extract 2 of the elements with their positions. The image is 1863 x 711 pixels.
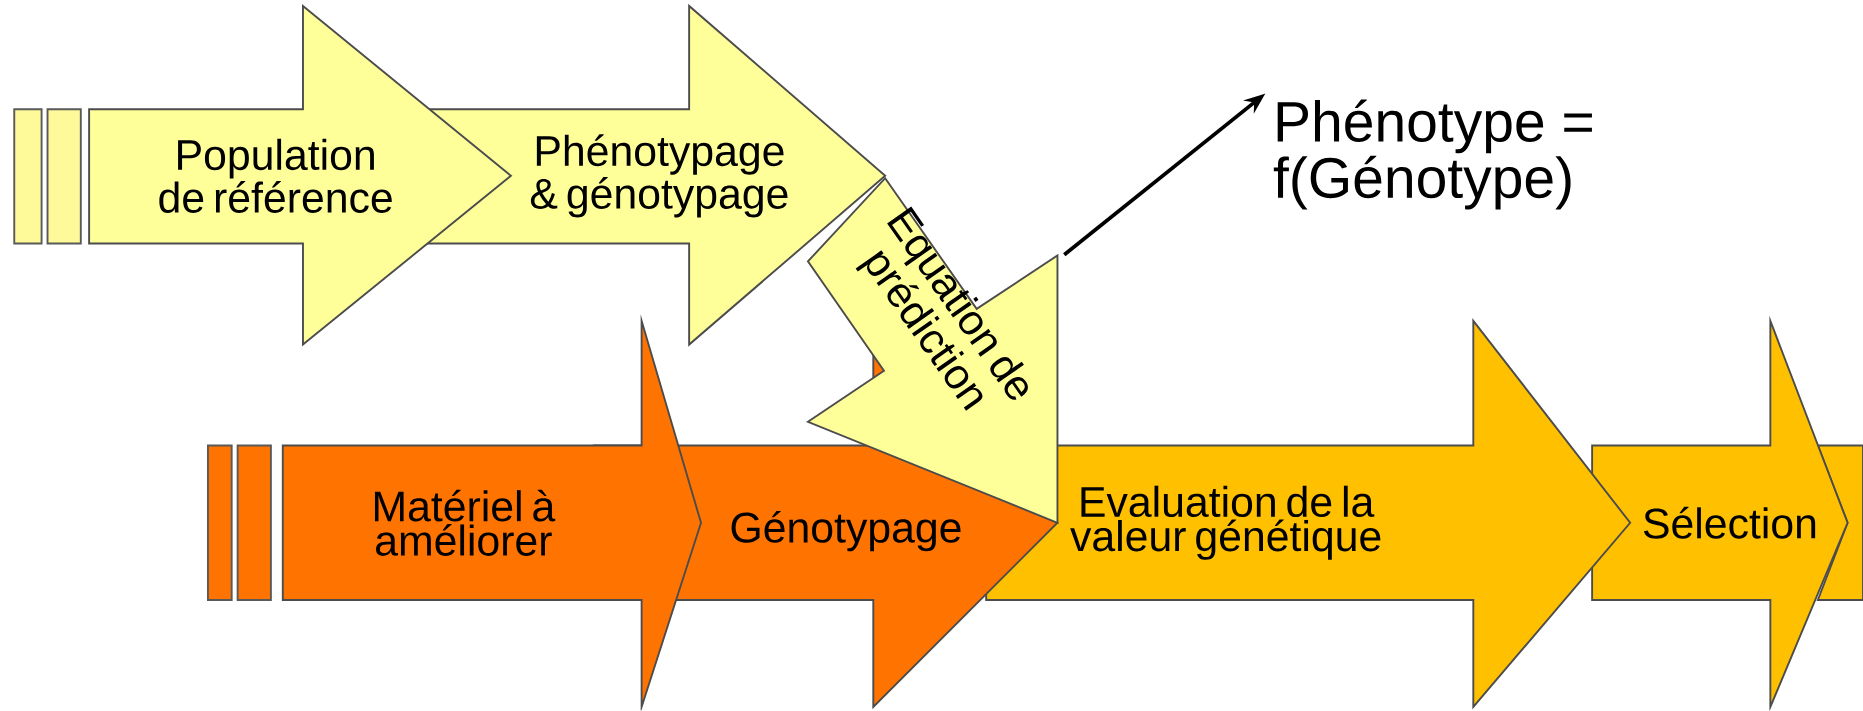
arrow-shape bbox=[1816, 444, 1863, 602]
formula-text: Phénotype = f(Génotype) bbox=[1273, 99, 1592, 210]
